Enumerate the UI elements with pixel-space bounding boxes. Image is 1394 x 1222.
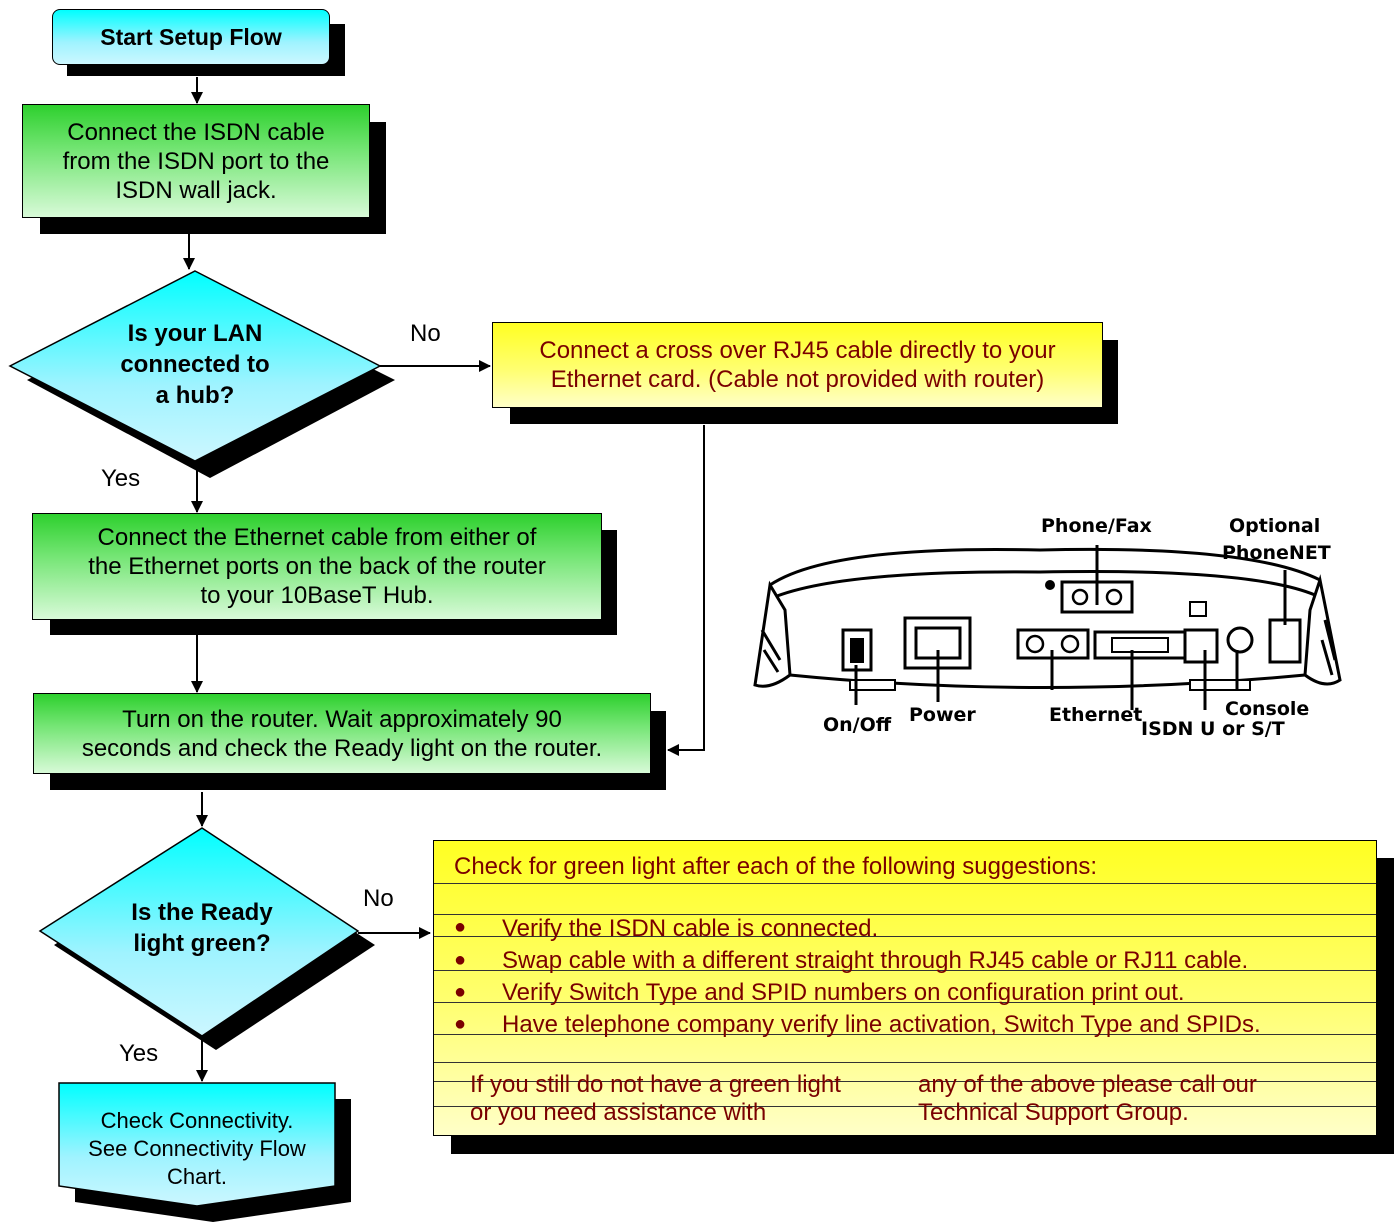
decision2-text: Is the Ready light green? <box>102 897 302 959</box>
arrow-crossover-return <box>667 425 705 756</box>
router-illustration <box>753 545 1342 710</box>
decision1-diamond <box>8 270 382 462</box>
step3-box: Turn on the router. Wait approximately 9… <box>33 693 651 774</box>
bullet-icon: ● <box>454 916 467 938</box>
port-label-isdn: ISDN U or S/T <box>1141 718 1285 740</box>
decision2-yes-label: Yes <box>119 1040 159 1067</box>
step2-box: Connect the Ethernet cable from either o… <box>32 513 602 620</box>
decision2-no-label: No <box>363 885 394 912</box>
end-text: Check Connectivity. See Connectivity Flo… <box>59 1107 335 1191</box>
step3-line: seconds and check the Ready light on the… <box>81 734 603 762</box>
port-label-phone-fax: Phone/Fax <box>1041 515 1152 537</box>
port-label-optional: Optional <box>1229 515 1321 537</box>
step2-line: the Ethernet ports on the back of the ro… <box>88 553 546 580</box>
decision2-line: light green? <box>133 930 271 957</box>
suggestion-item: Verify the ISDN cable is connected. <box>502 915 879 942</box>
port-label-phonenet: PhoneNET <box>1222 542 1331 564</box>
step1-line: ISDN wall jack. <box>115 176 277 204</box>
end-line: See Connectivity Flow <box>88 1136 306 1161</box>
footer-right-line: Technical Support Group. <box>918 1099 1189 1126</box>
suggestion-item: Verify Switch Type and SPID numbers on c… <box>502 979 1185 1006</box>
start-box: Start Setup Flow <box>52 9 330 65</box>
bullet-icon: ● <box>454 1013 467 1035</box>
step1-line: from the ISDN port to the <box>62 147 330 175</box>
crossover-line: Connect a cross over RJ45 cable directly… <box>539 337 1056 364</box>
footer-left-line: or you need assistance with <box>470 1099 767 1126</box>
suggestions-heading: Check for green light after each of the … <box>454 853 1098 880</box>
port-label-ethernet: Ethernet <box>1049 704 1143 726</box>
step2-line: Connect the Ethernet cable from either o… <box>97 524 537 551</box>
decision1-line: a hub? <box>155 382 235 409</box>
suggestion-item: Swap cable with a different straight thr… <box>502 947 1249 974</box>
step3-line: Turn on the router. Wait approximately 9… <box>122 705 562 733</box>
footer-right-line: any of the above please call our <box>918 1071 1257 1098</box>
step2-line: to your 10BaseT Hub. <box>200 582 434 609</box>
decision2-line: Is the Ready <box>131 899 273 926</box>
port-label-console: Console <box>1225 698 1310 720</box>
start-label: Start Setup Flow <box>100 23 282 50</box>
port-label-on-off: On/Off <box>823 714 892 736</box>
suggestion-item: Have telephone company verify line activ… <box>502 1011 1261 1038</box>
bullet-icon: ● <box>454 981 467 1003</box>
crossover-box: Connect a cross over RJ45 cable directly… <box>492 322 1103 408</box>
decision1-line: connected to <box>120 351 270 378</box>
step1-line: Connect the ISDN cable <box>67 118 325 146</box>
bullet-icon: ● <box>454 949 467 971</box>
end-line: Chart. <box>167 1164 227 1189</box>
decision2-diamond <box>38 827 360 1037</box>
end-line: Check Connectivity. <box>100 1108 294 1133</box>
port-label-power: Power <box>909 704 976 726</box>
decision1-text: Is your LAN connected to a hub? <box>95 318 295 411</box>
crossover-line: Ethernet card. (Cable not provided with … <box>550 366 1045 393</box>
decision1-no-label: No <box>410 320 441 347</box>
suggestions-box: Check for green light after each of the … <box>433 840 1377 1136</box>
step1-box: Connect the ISDN cable from the ISDN por… <box>22 104 370 218</box>
decision1-line: Is your LAN <box>127 320 263 347</box>
footer-left-line: If you still do not have a green light <box>470 1071 841 1098</box>
end-shape <box>58 1082 336 1207</box>
decision1-yes-label: Yes <box>101 465 141 492</box>
